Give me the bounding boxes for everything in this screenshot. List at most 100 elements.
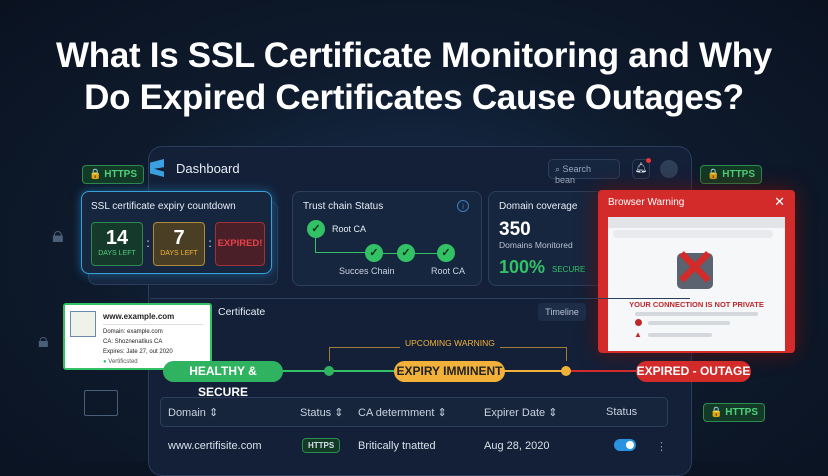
days-label: DAYS LEFT (160, 250, 198, 257)
check-icon: ✓ (307, 220, 325, 238)
days-label: DAYS LEFT (98, 250, 136, 257)
root-ca-label: Root CA (332, 224, 367, 234)
placeholder-line (635, 312, 758, 316)
imminent-pill: EXPIRY IMMINENT (394, 361, 505, 382)
timeline-segment-amber (500, 370, 570, 372)
timeline-segment-green (280, 370, 400, 372)
cert-ca: CA: Shoznenatlius CA (103, 339, 163, 345)
certificate-thumbnail (70, 311, 96, 337)
column-header-status[interactable]: Status ⇕ (300, 407, 344, 419)
chain-line (315, 238, 365, 253)
browser-mock: ✕ YOUR CONNECTION IS NOT PRIVATE ▲ (608, 217, 785, 351)
search-placeholder: Search bean (555, 164, 592, 185)
bell-icon[interactable]: 🔔︎ (632, 158, 651, 179)
x-icon: ✕ (674, 240, 716, 296)
address-bar (613, 230, 773, 238)
row-toggle[interactable] (614, 439, 636, 451)
row-domain: www.certifisite.com (168, 440, 262, 452)
toggle-knob (626, 441, 634, 449)
column-header-status-2: Status (606, 406, 638, 418)
separator: : (146, 236, 150, 250)
headline-line-1: What Is SSL Certificate Monitoring and W… (56, 36, 772, 75)
trust-title: Trust chain Status (303, 201, 384, 212)
broken-lock-icon (677, 253, 713, 289)
cert-domain-title: www.example.com (103, 312, 175, 321)
trust-chain-card: Trust chain Status i ✓ Root CA ✓ ✓ ✓ Suc… (292, 191, 482, 286)
placeholder-line (648, 333, 712, 337)
https-label: HTTPS (722, 169, 756, 180)
https-label: HTTPS (104, 169, 138, 180)
coverage-title: Domain coverage (499, 201, 578, 212)
browser-tabbar (608, 217, 785, 228)
timeline-dot (561, 366, 571, 376)
healthy-pill: HEALTHY & SECURE (163, 361, 283, 399)
avatar[interactable] (660, 160, 678, 178)
warning-icon: ▲ (634, 330, 642, 339)
secure-label: SECURE (552, 265, 586, 274)
row-date: Aug 28, 2020 (484, 440, 550, 452)
not-private-message: YOUR CONNECTION IS NOT PRIVATE (629, 300, 764, 309)
header-label: Status (300, 407, 332, 419)
expired-pill: EXPIRED - OUTAGE (636, 361, 751, 382)
https-badge: 🔒 HTTPS (703, 403, 766, 422)
cert-expires: Expires: Jate 27, out 2020 (103, 349, 173, 355)
dashboard-title: Dashboard (176, 161, 240, 176)
row-status-badge: HTTPS (302, 438, 341, 453)
https-badge: 🔒 HTTPS (82, 165, 145, 184)
domain-count-label: Domains Monitored (499, 240, 573, 250)
timeline-segment-red (570, 370, 640, 372)
divider (103, 324, 203, 325)
lock-icon: 🔒︎ (52, 222, 64, 247)
countdown-title: SSL certificate expiry countdown (91, 201, 236, 212)
certificate-popup: www.example.com Domain: example.com CA: … (63, 303, 212, 370)
countdown-box-expired: EXPIRED! (215, 222, 265, 266)
info-icon[interactable]: i (457, 200, 469, 212)
divider (150, 298, 690, 299)
search-input[interactable]: ⌕ Search bean (548, 159, 620, 185)
headline-line-2: Do Expired Certificates Cause Outages? (84, 78, 744, 117)
notification-dot (646, 158, 651, 163)
header-label: Expirer Date (484, 407, 546, 419)
check-icon: ✓ (365, 244, 383, 262)
certificate-section-title: Certificate (218, 306, 266, 318)
header-label: Domain (168, 407, 206, 419)
domain-count: 350 (499, 219, 531, 240)
root-ca-label: Root CA (431, 266, 466, 276)
timeline-button[interactable]: Timeline (538, 303, 586, 321)
cert-status-label: Vertificsted (108, 359, 138, 365)
check-icon: ✓ (437, 244, 455, 262)
table-header (160, 397, 668, 427)
error-icon (635, 319, 642, 326)
timeline-dot (324, 366, 334, 376)
browser-warning-title: Browser Warning (608, 197, 685, 208)
coverage-card: Domain coverage 350 Domains Monitored 10… (488, 191, 608, 286)
column-header-ca[interactable]: CA determment ⇕ (358, 407, 447, 419)
days-value: 7 (173, 227, 185, 249)
check-icon: ✓ (397, 244, 415, 262)
more-options-icon[interactable]: ⋮ (656, 441, 667, 453)
column-header-expiry[interactable]: Expirer Date ⇕ (484, 407, 558, 419)
separator: : (208, 236, 212, 250)
https-label: HTTPS (725, 407, 759, 418)
upcoming-warning-label: UPCOMING WARNING (400, 338, 500, 348)
upcoming-bracket (329, 347, 567, 361)
certificate-icon (84, 390, 118, 416)
lock-icon: 🔒︎ (38, 330, 49, 352)
https-badge: 🔒 HTTPS (700, 165, 763, 184)
browser-warning-popup: Browser Warning ✕ ✕ YOUR CONNECTION IS N… (598, 190, 795, 353)
header-label: CA determment (358, 407, 435, 419)
days-value: 14 (105, 227, 129, 249)
cert-domain: Domain: example.com (103, 329, 163, 335)
expired-label: EXPIRED! (217, 238, 263, 249)
secure-percent: 100% (499, 257, 546, 277)
placeholder-line (648, 321, 730, 325)
logo-icon (150, 159, 164, 177)
close-icon[interactable]: ✕ (774, 194, 785, 209)
column-header-domain[interactable]: Domain ⇕ (168, 407, 219, 419)
row-ca: Britically tnatted (358, 440, 436, 452)
chain-label: Succes Chain (339, 266, 395, 276)
cert-status: ● Vertificsted (103, 359, 138, 365)
